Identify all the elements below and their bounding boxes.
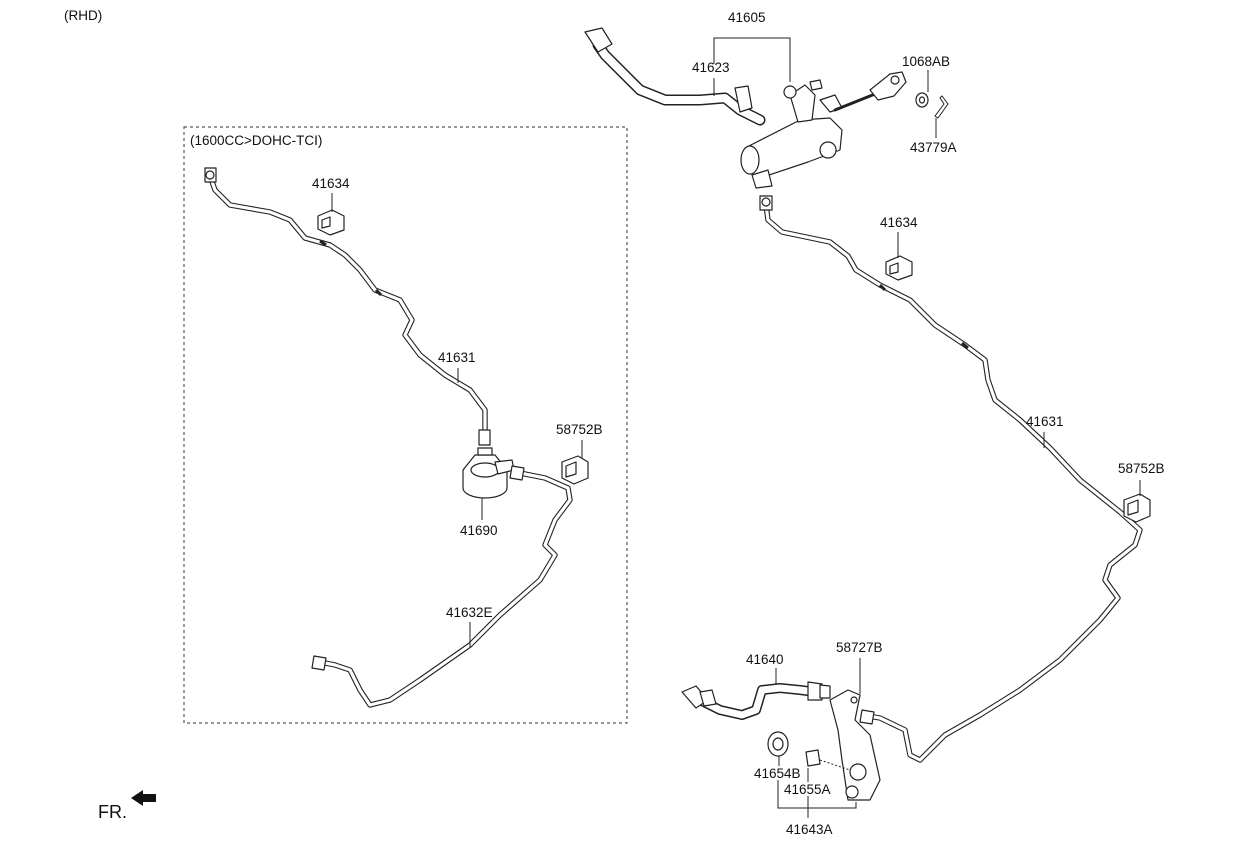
label-58727B: 58727B [836,640,883,655]
label-41634-inset: 41634 [312,176,350,191]
leader-lines [331,37,1141,818]
clutch-damper-41690[interactable] [462,447,515,499]
clutch-pipe-41631-inset[interactable] [204,167,491,446]
pipe-clip-58752B-main[interactable] [1123,493,1151,523]
label-41631-inset: 41631 [438,350,476,365]
label-41605: 41605 [728,10,766,25]
label-41655A: 41655A [784,782,831,797]
clutch-pipe-41631-main[interactable] [759,195,1143,763]
label-43779A: 43779A [910,140,957,155]
label-1068AB: 1068AB [902,54,950,69]
pipe-clip-58752B-inset[interactable] [561,455,589,485]
label-41632E: 41632E [446,605,493,620]
label-41623: 41623 [692,60,730,75]
grommet-41654B[interactable] [767,731,789,757]
bracket-58727B[interactable] [829,689,881,801]
clevis-pin-1068AB[interactable] [915,92,929,108]
front-direction-label: FR. [98,802,127,822]
front-arrow-icon [131,790,156,806]
bushing-41655A[interactable] [805,749,851,771]
label-41631-main: 41631 [1026,414,1064,429]
master-cylinder-assembly[interactable] [584,27,907,189]
label-41654B: 41654B [754,766,801,781]
pipe-clip-41634-main[interactable] [885,255,913,281]
pipe-clip-41634-inset[interactable] [317,209,345,236]
variant-label: (RHD) [64,8,102,23]
label-41640: 41640 [746,652,784,667]
clutch-pipe-41632E[interactable] [311,465,573,708]
label-58752B-inset: 58752B [556,422,603,437]
clutch-hose-41640[interactable] [681,681,831,720]
label-58752B-main: 58752B [1118,461,1165,476]
inset-title: (1600CC>DOHC-TCI) [190,133,322,148]
label-41634-main: 41634 [880,215,918,230]
label-41690: 41690 [460,523,498,538]
split-pin-43779A[interactable] [934,95,949,119]
inset-frame [183,126,628,724]
label-41643A: 41643A [786,822,833,837]
